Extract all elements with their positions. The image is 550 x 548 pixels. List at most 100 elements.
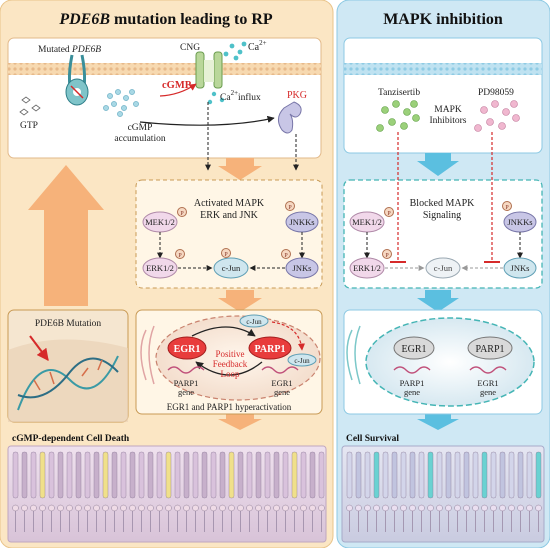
photoreceptor-outer-segment	[210, 451, 217, 499]
photoreceptor-outer-segment	[192, 451, 199, 499]
jnkks-label-r: JNKKs	[507, 217, 532, 227]
left-membrane-box: Mutated PDE6B GTP cGMP accumulation CNG	[7, 37, 322, 159]
photoreceptor-nucleus	[309, 504, 316, 512]
photoreceptor-nucleus	[418, 504, 425, 512]
dna-helix-icon	[17, 355, 119, 411]
photoreceptor-outer-segment	[418, 451, 425, 499]
photoreceptor-nucleus	[201, 504, 208, 512]
svg-text:P: P	[385, 253, 389, 259]
photoreceptor-nucleus	[264, 504, 271, 512]
right-membrane-box: Tanzisertib PD98059 MAPK Inhibitors	[343, 37, 543, 154]
photoreceptor-nucleus	[300, 504, 307, 512]
photoreceptor-outer-segment	[201, 451, 208, 499]
parp1-label-r: PARP1	[475, 344, 504, 355]
photoreceptor-nucleus	[463, 504, 470, 512]
photoreceptor-outer-segment	[300, 451, 307, 499]
orange-flow-arrow-1	[218, 158, 262, 180]
photoreceptor-outer-segment	[183, 451, 190, 499]
photoreceptor-outer-segment	[237, 451, 244, 499]
photoreceptor-nucleus	[219, 504, 226, 512]
orange-flow-arrow-3	[218, 413, 262, 430]
cjun-node	[213, 257, 249, 279]
right-nucleus-box: EGR1 PARP1 PARP1 gene EGR1 gene	[343, 309, 543, 415]
photoreceptor-nucleus	[102, 504, 109, 512]
photoreceptor-nucleus	[490, 504, 497, 512]
photoreceptor-nucleus	[318, 504, 325, 512]
photoreceptor-outer-segment	[246, 451, 253, 499]
jnks-node	[285, 257, 319, 279]
photoreceptor-nucleus	[535, 504, 542, 512]
left-title: PDE6B mutation leading to RP	[58, 11, 273, 28]
photoreceptor-outer-segment	[102, 451, 109, 499]
blocked-mapk-title-1: Blocked MAPK	[410, 198, 476, 209]
photoreceptor-nucleus	[273, 504, 280, 512]
photoreceptor-outer-segment	[427, 451, 434, 499]
blue-flow-arrow-2	[417, 290, 459, 312]
gtp-molecule-icon	[19, 96, 41, 116]
photoreceptor-nucleus	[517, 504, 524, 512]
photoreceptor-outer-segment	[409, 451, 416, 499]
photoreceptor-outer-segment	[264, 451, 271, 499]
photoreceptor-outer-segment	[400, 451, 407, 499]
erk-node	[142, 257, 178, 279]
blocked-mapk-title-2: Signaling	[423, 210, 461, 221]
photoreceptor-outer-segment	[346, 451, 353, 499]
svg-text:P: P	[224, 252, 228, 258]
right-right-gene-2: gene	[480, 387, 496, 397]
photoreceptor-outer-segment	[12, 451, 19, 499]
pd98059-label: PD98059	[478, 88, 514, 98]
pde6b-mutation-label: PDE6B Mutation	[35, 319, 101, 329]
photoreceptor-nucleus	[192, 504, 199, 512]
photoreceptor-outer-segment	[291, 451, 298, 499]
tanzisertib-dots	[376, 100, 420, 132]
parp1-label: PARP1	[255, 344, 286, 355]
right-mapk-box: Blocked MAPK Signaling MEK1/2 P JNKKs P …	[343, 132, 543, 289]
photoreceptor-nucleus	[373, 504, 380, 512]
photoreceptor-nucleus	[364, 504, 371, 512]
photoreceptor-nucleus	[237, 504, 244, 512]
photoreceptor-nucleus	[39, 504, 46, 512]
jnkks-label: JNKKs	[289, 217, 314, 227]
cjun-label: c-Jun	[222, 263, 241, 273]
photoreceptor-outer-segment	[282, 451, 289, 499]
left-nucleus	[155, 315, 321, 401]
photoreceptor-nucleus	[30, 504, 37, 512]
photoreceptor-nucleus	[165, 504, 172, 512]
pkg-protein-icon	[278, 101, 302, 134]
orange-flow-arrow-2	[218, 290, 262, 312]
parp1-node-r	[467, 336, 513, 360]
cjun-top-label: c-Jun	[246, 318, 262, 326]
photoreceptor-nucleus	[75, 504, 82, 512]
photoreceptor-nucleus	[499, 504, 506, 512]
right-left-gene-1: PARP1	[400, 378, 425, 388]
erk-label: ERK1/2	[146, 263, 174, 273]
photoreceptor-outer-segment	[66, 451, 73, 499]
right-right-gene-1: EGR1	[477, 378, 498, 388]
photoreceptor-nucleus	[472, 504, 479, 512]
photoreceptor-outer-segment	[318, 451, 325, 499]
photoreceptor-outer-segment	[228, 451, 235, 499]
photoreceptor-outer-segment	[454, 451, 461, 499]
parp1-node	[248, 336, 292, 360]
jnks-label: JNKs	[293, 263, 312, 273]
mapk-inhibitors-label-1: MAPK	[434, 105, 462, 115]
photoreceptor-outer-segment	[156, 451, 163, 499]
photoreceptor-outer-segment	[445, 451, 452, 499]
photoreceptor-nucleus	[156, 504, 163, 512]
cng-label: CNG	[180, 43, 200, 53]
ca-top-label: Ca2+	[248, 39, 267, 53]
photoreceptor-outer-segment	[138, 451, 145, 499]
svg-text:P: P	[288, 205, 292, 211]
tanzisertib-label: Tanzisertib	[378, 88, 420, 98]
photoreceptor-nucleus	[84, 504, 91, 512]
cjun-node-r	[425, 257, 461, 279]
photoreceptor-outer-segment	[174, 451, 181, 499]
photoreceptor-outer-segment	[382, 451, 389, 499]
egr1-label: EGR1	[174, 344, 201, 355]
photoreceptor-nucleus	[210, 504, 217, 512]
pde6b-mutation-box: PDE6B Mutation	[7, 309, 129, 423]
photoreceptor-outer-segment	[147, 451, 154, 499]
photoreceptor-outer-segment	[436, 451, 443, 499]
photoreceptor-nucleus	[246, 504, 253, 512]
photoreceptor-nucleus	[120, 504, 127, 512]
